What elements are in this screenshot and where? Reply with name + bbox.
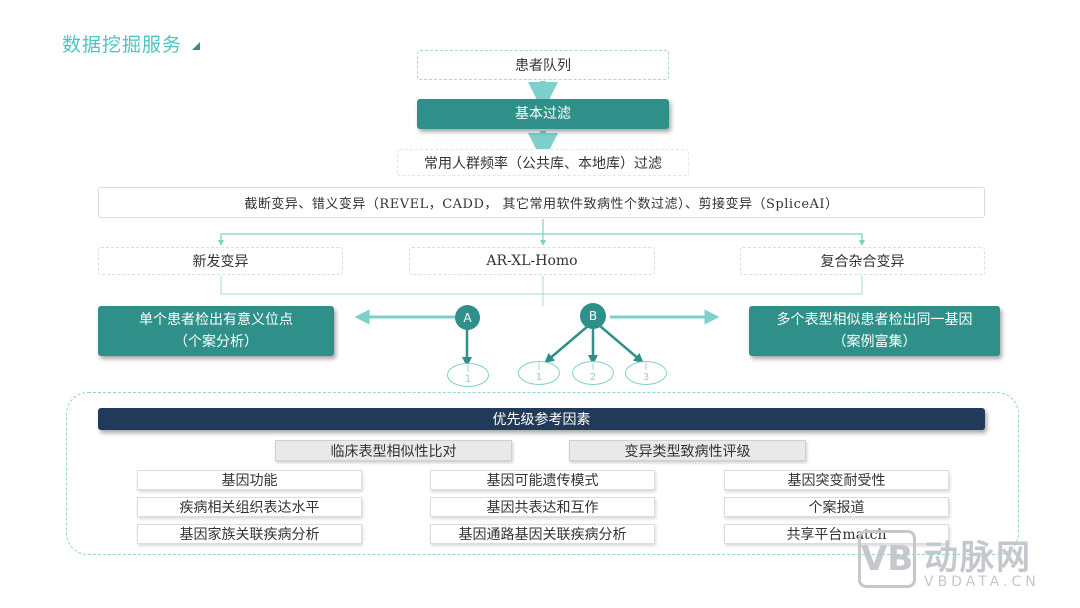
sub-node-b1-top: l <box>537 362 541 373</box>
page-title: 数据挖掘服务 <box>62 34 183 56</box>
title-corner-mark <box>192 42 200 50</box>
node-b: B <box>580 303 606 329</box>
sub-node-b1-bottom: 1 <box>535 372 543 383</box>
arrow-b-sub1 <box>544 325 589 364</box>
sub-node-a1: l 1 <box>447 363 489 387</box>
single-case-line2: （个案分析） <box>174 334 258 350</box>
patient-cohort-box: 患者队列 <box>417 50 669 80</box>
multi-case-box: 多个表型相似患者检出同一基因 （案例富集） <box>749 306 1000 356</box>
factor-mutation-tolerance: 基因突变耐受性 <box>724 470 949 490</box>
sub-node-b3: l 3 <box>625 361 667 385</box>
branch-bar <box>220 233 863 243</box>
sub-node-b3-bottom: 3 <box>642 372 650 383</box>
sub-node-b1: l 1 <box>518 361 560 385</box>
sub-node-b2: l 2 <box>572 361 614 385</box>
sub-node-b3-top: l <box>644 362 648 373</box>
branch-ar-xl-homo: AR-XL-Homo <box>409 247 655 275</box>
factor-shared-platform: 共享平台match <box>724 524 949 544</box>
variant-pathogenicity-item: 变异类型致病性评级 <box>569 440 806 461</box>
branch-compound-het: 复合杂合变异 <box>740 247 985 275</box>
sub-node-b2-bottom: 2 <box>589 372 597 383</box>
single-case-line1: 单个患者检出有意义位点 <box>139 312 293 328</box>
variant-filter-box: 截断变异、错义变异（REVEL，CADD， 其它常用软件致病性个数过滤）、剪接变… <box>98 187 985 218</box>
factor-gene-function: 基因功能 <box>137 470 362 490</box>
sub-node-a1-top: l <box>466 364 470 375</box>
node-a: A <box>455 305 480 330</box>
watermark-logo-icon: VB <box>858 530 916 588</box>
priority-banner: 优先级参考因素 <box>98 408 985 430</box>
arrow-b-sub3 <box>599 325 644 364</box>
factor-tissue-expression: 疾病相关组织表达水平 <box>137 497 362 517</box>
merge-bar <box>220 276 863 295</box>
factor-gene-family: 基因家族关联疾病分析 <box>137 524 362 544</box>
phenotype-similarity-item: 临床表型相似性比对 <box>275 440 512 461</box>
watermark-cn: 动脉网 <box>924 538 1032 578</box>
multi-case-line1: 多个表型相似患者检出同一基因 <box>776 312 973 328</box>
single-case-box: 单个患者检出有意义位点 （个案分析） <box>98 306 334 356</box>
sub-node-a1-bottom: 1 <box>464 374 472 385</box>
factor-case-reports: 个案报道 <box>724 497 949 517</box>
sub-node-b2-top: l <box>591 362 595 373</box>
branch-de-novo: 新发变异 <box>98 247 343 275</box>
basic-filter-box: 基本过滤 <box>417 99 669 129</box>
watermark-en: VBDATA.CN <box>924 574 1040 590</box>
factor-coexpression: 基因共表达和互作 <box>430 497 655 517</box>
factor-inheritance-mode: 基因可能遗传模式 <box>430 470 655 490</box>
multi-case-line2: （案例富集） <box>832 334 917 350</box>
factor-pathway: 基因通路基因关联疾病分析 <box>430 524 655 544</box>
priority-factors-region <box>66 392 1019 555</box>
population-filter-box: 常用人群频率（公共库、本地库）过滤 <box>397 149 689 176</box>
